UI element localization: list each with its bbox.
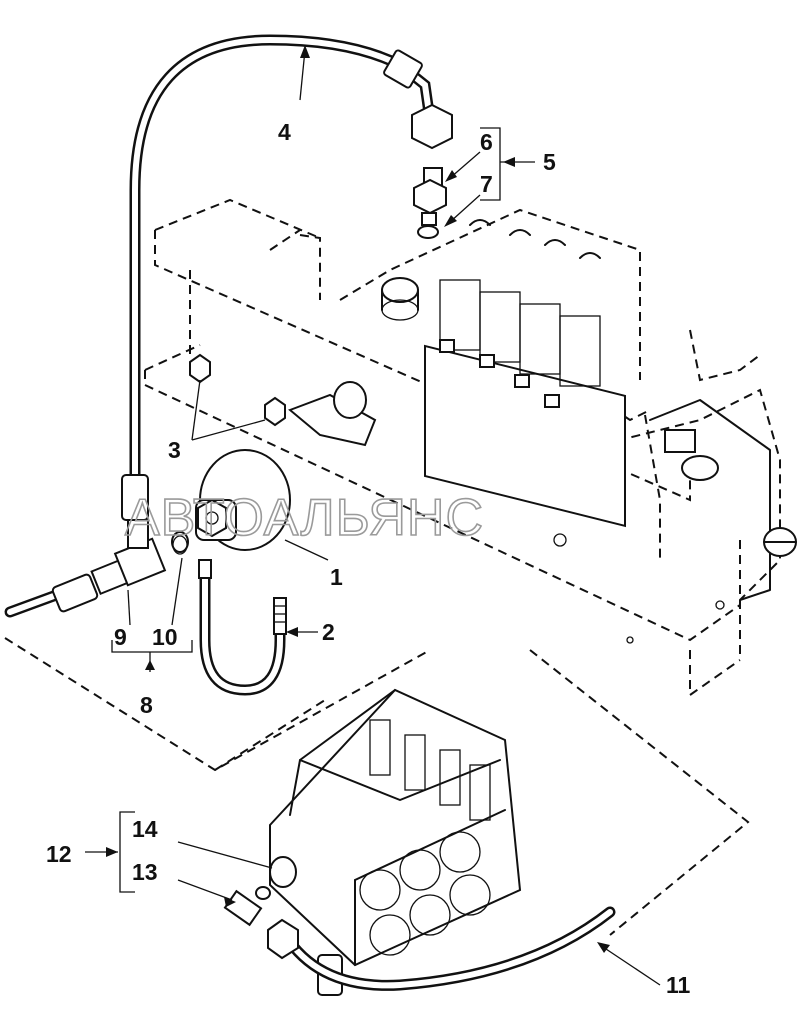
hose-part-11 xyxy=(223,886,616,991)
callout-9: 9 xyxy=(114,624,127,650)
callout-6: 6 xyxy=(480,129,493,155)
watermark-text: АВТОАЛЬЯНС xyxy=(125,489,484,547)
callout-2: 2 xyxy=(322,619,335,645)
zone-boundary-lines xyxy=(4,637,750,936)
callout-3: 3 xyxy=(168,437,181,463)
callout-8: 8 xyxy=(140,692,153,718)
callout-7: 7 xyxy=(480,171,493,197)
center-valve xyxy=(189,353,377,447)
callout-1: 1 xyxy=(330,564,343,590)
valve-block xyxy=(269,688,522,996)
leader-lines xyxy=(85,45,661,986)
callout-13: 13 xyxy=(132,859,158,885)
u-tube-part-2 xyxy=(198,559,287,696)
callout-14: 14 xyxy=(132,816,158,842)
tee-fitting-part-9-10 xyxy=(4,519,189,618)
callout-10: 10 xyxy=(152,624,178,650)
callout-12: 12 xyxy=(46,841,72,867)
right-bracket-fittings xyxy=(553,399,797,644)
callout-5: 5 xyxy=(543,149,556,175)
callout-11: 11 xyxy=(666,972,691,998)
fitting-part-6-7 xyxy=(413,167,447,239)
contactor-block xyxy=(381,219,626,528)
accumulator-part-1 xyxy=(172,449,291,555)
callout-labels: 4 6 7 5 3 1 2 9 10 8 14 12 13 11 xyxy=(46,119,691,998)
callout-4: 4 xyxy=(278,119,291,145)
